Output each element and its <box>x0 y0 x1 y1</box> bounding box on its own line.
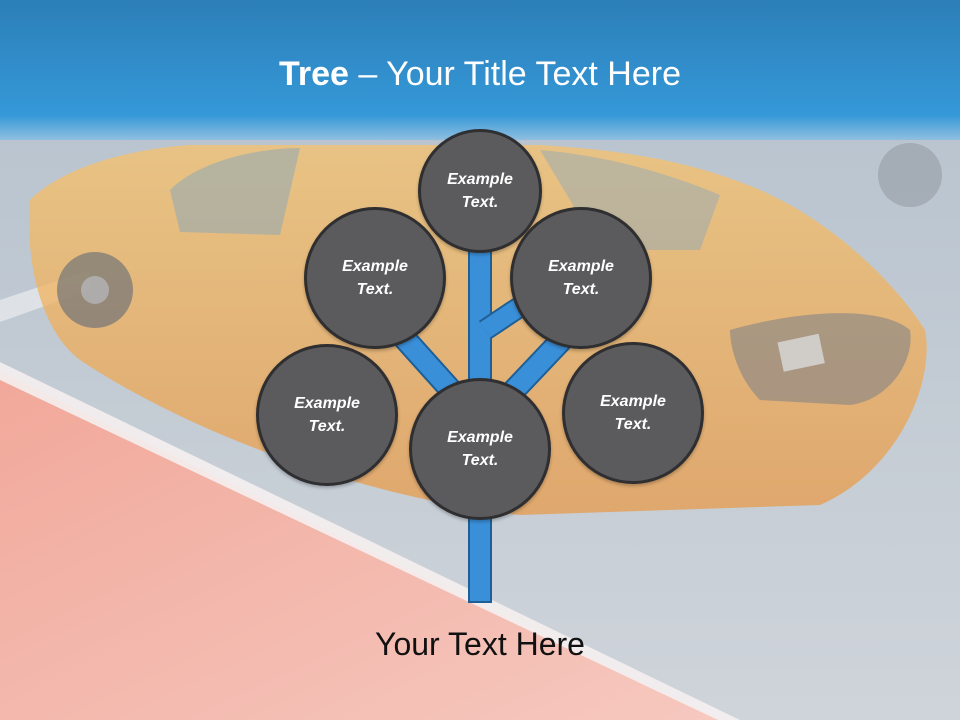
tree-node-upper-right: Example Text. <box>510 207 652 349</box>
node-line-2: Text. <box>562 281 600 298</box>
slide-title: Tree – Your Title Text Here <box>0 52 960 96</box>
tree-node-upper-left: Example Text. <box>304 207 446 349</box>
node-line-2: Text. <box>356 281 394 298</box>
tree-node-top: Example Text. <box>418 129 542 253</box>
tree-node-lower-right: Example Text. <box>562 342 704 484</box>
footer-text: Your Text Here <box>375 626 585 662</box>
title-rest: – Your Title Text Here <box>348 55 681 93</box>
tree-node-center: Example Text. <box>409 378 551 520</box>
node-line-1: Example <box>548 258 614 275</box>
node-line-1: Example <box>342 258 408 275</box>
node-line-2: Text. <box>308 418 346 435</box>
tree-node-lower-left: Example Text. <box>256 344 398 486</box>
node-line-1: Example <box>447 171 513 188</box>
node-line-1: Example <box>294 395 360 412</box>
node-line-2: Text. <box>461 452 499 469</box>
title-bold: Tree <box>279 55 349 93</box>
node-line-1: Example <box>600 393 666 410</box>
node-line-2: Text. <box>461 194 499 211</box>
node-line-1: Example <box>447 429 513 446</box>
node-line-2: Text. <box>614 416 652 433</box>
